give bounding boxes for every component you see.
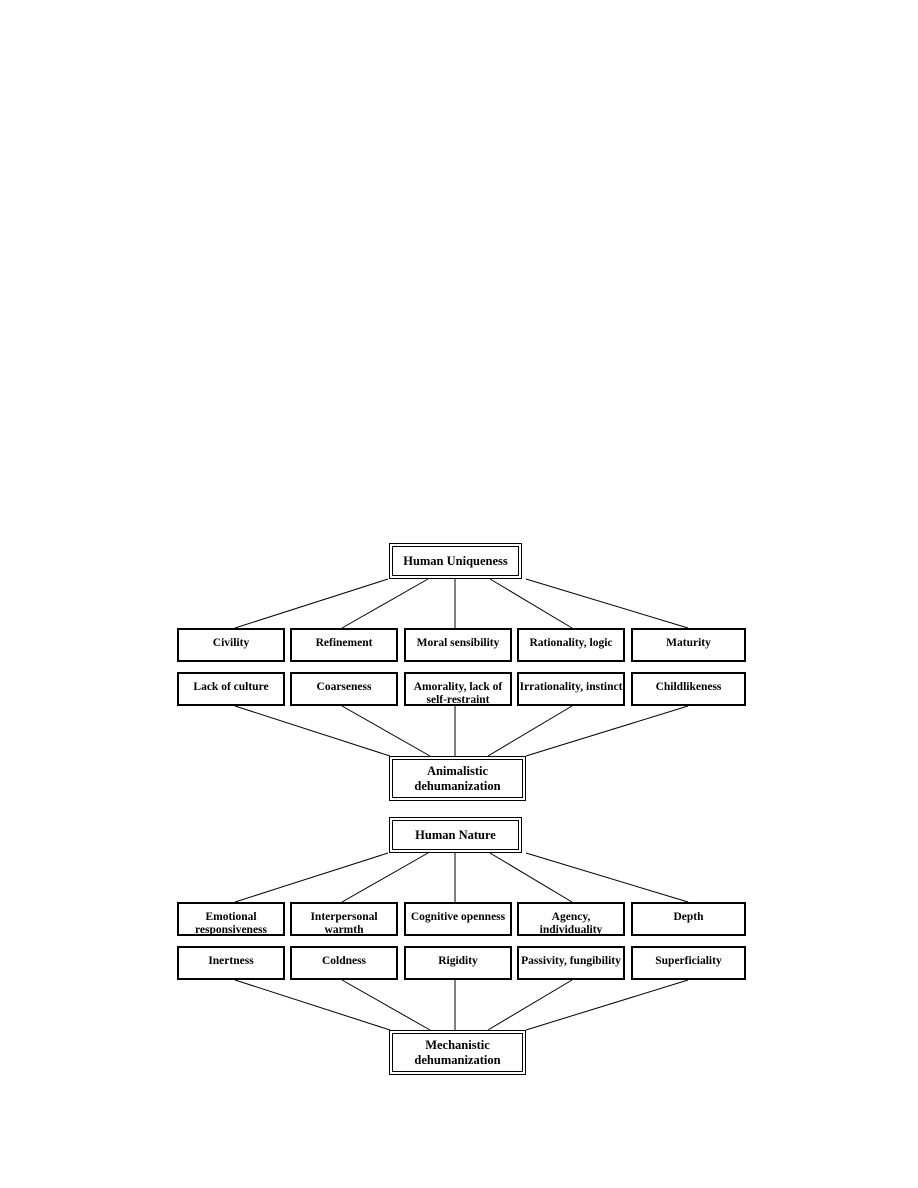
connector-line xyxy=(341,852,429,903)
mechanistic-dehumanization-label: Mechanistic dehumanization xyxy=(414,1037,501,1067)
opposite-label: Superficiality xyxy=(655,955,722,967)
animalistic-dehumanization-box: Animalistic dehumanization xyxy=(389,756,526,801)
trait-label: Civility xyxy=(212,637,250,649)
opposite-label: Amorality, lack of self-restraint xyxy=(413,681,503,706)
trait-box-moral-sensibility: Moral sensibility xyxy=(404,628,512,662)
trait-label: Interpersonal warmth xyxy=(310,911,378,936)
opposite-label: Coldness xyxy=(321,955,367,967)
connector-line xyxy=(234,705,391,757)
opposite-label: Inertness xyxy=(208,955,254,967)
opposite-box-irrationality: Irrationality, instinct xyxy=(517,672,625,706)
opposite-box-superficiality: Superficiality xyxy=(631,946,746,980)
trait-box-refinement: Refinement xyxy=(290,628,398,662)
trait-label: Moral sensibility xyxy=(416,637,500,649)
connector-line xyxy=(234,852,389,903)
connector-line xyxy=(234,979,391,1031)
connector-line xyxy=(341,705,431,757)
connector-line xyxy=(489,852,573,903)
connector-line xyxy=(525,578,689,629)
trait-box-interpersonal-warmth: Interpersonal warmth xyxy=(290,902,398,936)
human-nature-label: Human Nature xyxy=(415,827,496,842)
connector-line xyxy=(341,979,431,1031)
connector-line xyxy=(525,852,689,903)
opposite-label: Lack of culture xyxy=(193,681,269,693)
opposite-box-amorality: Amorality, lack of self-restraint xyxy=(404,672,512,706)
connector-line xyxy=(489,578,573,629)
opposite-box-rigidity: Rigidity xyxy=(404,946,512,980)
trait-label: Depth xyxy=(673,911,704,923)
connector-line xyxy=(234,578,389,629)
opposite-label: Irrationality, instinct xyxy=(519,681,623,693)
trait-label: Rationality, logic xyxy=(529,637,613,649)
trait-box-agency: Agency, individuality xyxy=(517,902,625,936)
opposite-box-coldness: Coldness xyxy=(290,946,398,980)
trait-label: Emotional responsiveness xyxy=(195,911,267,936)
trait-box-rationality: Rationality, logic xyxy=(517,628,625,662)
opposite-box-lack-of-culture: Lack of culture xyxy=(177,672,285,706)
trait-box-maturity: Maturity xyxy=(631,628,746,662)
trait-label: Cognitive openness xyxy=(410,911,506,923)
opposite-box-passivity: Passivity, fungibility xyxy=(517,946,625,980)
human-uniqueness-label: Human Uniqueness xyxy=(403,553,508,568)
human-uniqueness-box: Human Uniqueness xyxy=(389,543,522,579)
opposite-box-inertness: Inertness xyxy=(177,946,285,980)
trait-label: Agency, individuality xyxy=(539,911,603,936)
trait-label: Refinement xyxy=(315,637,373,649)
opposite-label: Rigidity xyxy=(438,955,478,967)
opposite-label: Passivity, fungibility xyxy=(521,955,621,967)
human-nature-box: Human Nature xyxy=(389,817,522,853)
trait-box-emotional-responsiveness: Emotional responsiveness xyxy=(177,902,285,936)
opposite-box-childlikeness: Childlikeness xyxy=(631,672,746,706)
trait-label: Maturity xyxy=(666,637,711,649)
opposite-box-coarseness: Coarseness xyxy=(290,672,398,706)
connector-line xyxy=(525,705,689,757)
opposite-label: Coarseness xyxy=(316,681,372,693)
opposite-label: Childlikeness xyxy=(655,681,722,693)
connector-line xyxy=(487,705,573,757)
trait-box-civility: Civility xyxy=(177,628,285,662)
trait-box-depth: Depth xyxy=(631,902,746,936)
connector-line xyxy=(487,979,573,1031)
connector-line xyxy=(341,578,429,629)
connector-line xyxy=(525,979,689,1031)
mechanistic-dehumanization-box: Mechanistic dehumanization xyxy=(389,1030,526,1075)
animalistic-dehumanization-label: Animalistic dehumanization xyxy=(414,763,501,793)
trait-box-cognitive-openness: Cognitive openness xyxy=(404,902,512,936)
